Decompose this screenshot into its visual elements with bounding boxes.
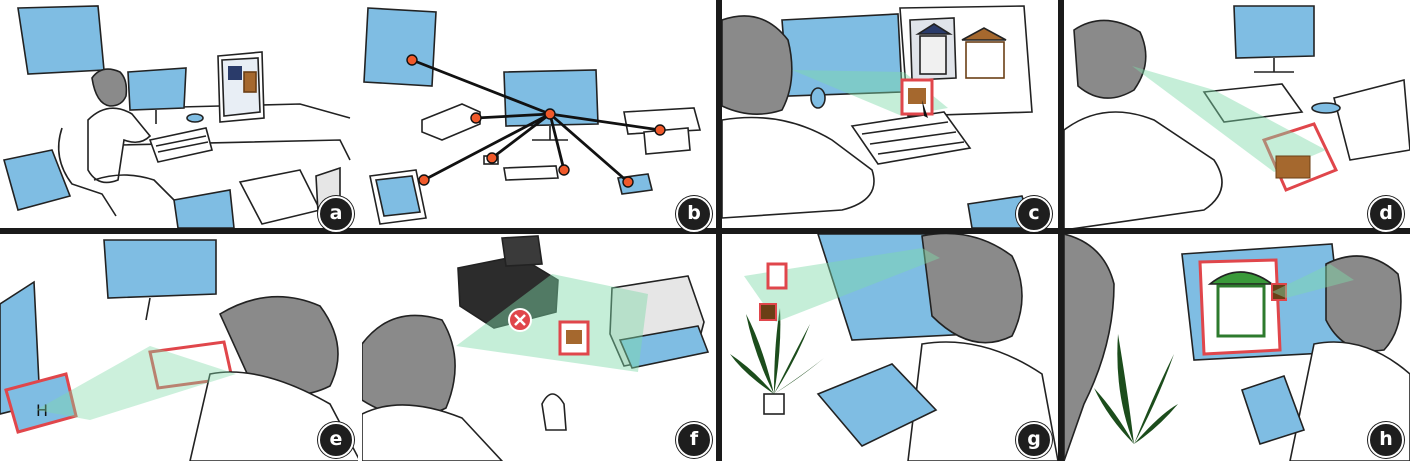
panel-d [1064,0,1410,228]
panel-label-a: a [318,196,354,232]
panel-g [722,234,1058,461]
panel-c [722,0,1058,228]
panel-a [0,0,358,228]
panel-b-illustration [363,7,702,225]
panel-label-e: e [318,422,354,458]
panel-label-h: h [1368,422,1404,458]
panel-a-illustration [2,5,351,228]
vertical-divider-1 [716,0,722,461]
panel-h [1064,234,1410,461]
panel-label-d: d [1368,196,1404,232]
panel-label-c: c [1016,196,1052,232]
panel-h-illustration [1064,234,1410,461]
svg-text:H: H [36,401,48,420]
panel-label-f: f [676,422,712,458]
horizontal-divider [0,228,1410,234]
panel-f-illustration [362,235,710,461]
panel-e: H [0,234,358,461]
panel-label-b: b [676,196,712,232]
vertical-divider-2 [1058,0,1064,461]
panel-g-illustration [730,234,1058,461]
panel-label-g: g [1016,422,1052,458]
panel-b [362,0,716,228]
panel-e-illustration: H [0,239,358,461]
panel-d-illustration [1064,5,1410,228]
panel-f [362,234,716,461]
panel-c-illustration [722,5,1033,228]
